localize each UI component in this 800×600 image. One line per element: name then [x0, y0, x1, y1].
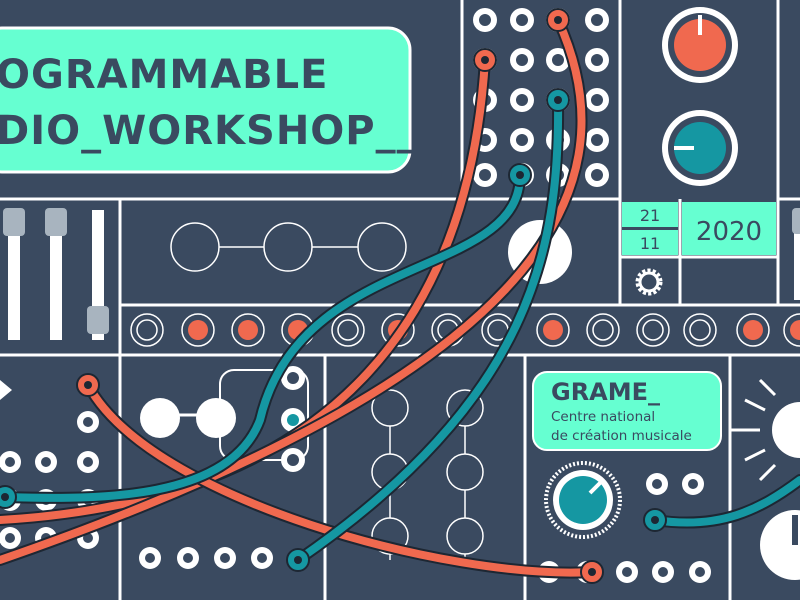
switch-module	[140, 366, 309, 472]
jack[interactable]	[536, 313, 570, 347]
jack[interactable]	[231, 313, 265, 347]
jack[interactable]	[331, 313, 365, 347]
jack-grid[interactable]	[473, 8, 609, 187]
date-block: 21 11 2020	[622, 202, 776, 296]
gear-icon	[635, 268, 663, 296]
jack[interactable]	[683, 313, 717, 347]
org-line-2: de création musicale	[551, 428, 692, 444]
date-month: 11	[640, 234, 660, 253]
grame-box: GRAME_ Centre national de création music…	[532, 371, 722, 451]
teal-knob[interactable]	[662, 110, 738, 186]
coral-knob[interactable]	[662, 7, 738, 83]
node-chain	[170, 222, 407, 272]
date-year: 2020	[696, 217, 762, 247]
jack[interactable]	[381, 313, 415, 347]
org-name: GRAME_	[551, 378, 660, 406]
title-box: OGRAMMABLE DIO_WORKSHOP__	[0, 26, 418, 174]
title-line-1: OGRAMMABLE	[0, 52, 328, 98]
jack[interactable]	[736, 313, 770, 347]
sliders[interactable]	[3, 208, 800, 340]
org-line-1: Centre national	[551, 409, 655, 425]
title-line-2: DIO_WORKSHOP__	[0, 108, 418, 154]
jack[interactable]	[181, 313, 215, 347]
grame-knob[interactable]	[544, 461, 622, 539]
sunburst-knob[interactable]	[0, 378, 800, 580]
date-day: 21	[640, 206, 660, 225]
cable-plugs[interactable]	[0, 8, 667, 584]
jack[interactable]	[636, 313, 670, 347]
jack[interactable]	[783, 313, 800, 347]
patch-cables[interactable]	[0, 14, 800, 579]
jack[interactable]	[130, 313, 164, 347]
jack[interactable]	[586, 313, 620, 347]
